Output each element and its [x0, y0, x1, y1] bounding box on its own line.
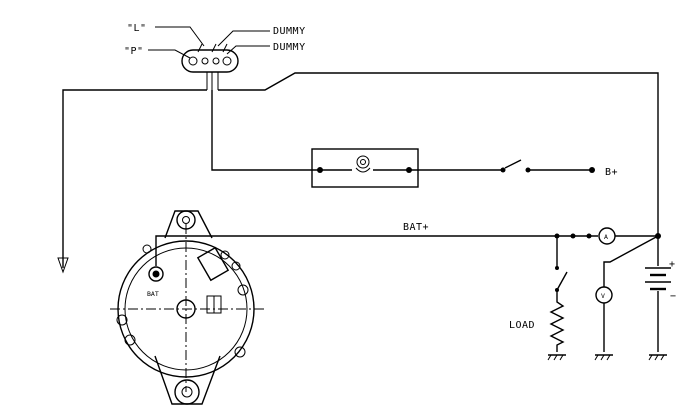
l-terminal-wire — [211, 90, 320, 171]
p-terminal-wire — [57, 89, 207, 274]
alternator-bat-terminal-label: BAT — [147, 290, 159, 298]
battery — [645, 236, 671, 361]
label-dummy-1: DUMMY — [273, 26, 306, 37]
label-dummy-2: DUMMY — [273, 42, 306, 53]
label-p-terminal: "P" — [124, 46, 144, 57]
label-bat-plus: BAT+ — [403, 222, 429, 233]
label-load: LOAD — [509, 320, 535, 331]
voltmeter-circuit: V — [594, 235, 659, 361]
alternator-drawing — [110, 210, 264, 405]
load-circuit — [547, 236, 568, 361]
voltmeter-label: V — [601, 292, 605, 300]
sense-wire — [218, 72, 659, 236]
ammeter: A — [598, 227, 616, 245]
alternator-connector-plug — [181, 43, 239, 90]
ammeter-label: A — [604, 233, 608, 241]
indicator-lamp-icon — [355, 155, 371, 173]
battery-positive-label: + — [669, 259, 676, 270]
battery-negative-label: − — [670, 291, 677, 302]
connector-leader-lines — [148, 26, 270, 59]
label-l-terminal: "L" — [127, 23, 147, 34]
ignition-switch — [409, 159, 595, 173]
label-b-plus: B+ — [605, 167, 618, 178]
indicator-lamp-box — [311, 148, 419, 188]
bat-plus-wire — [155, 233, 661, 266]
